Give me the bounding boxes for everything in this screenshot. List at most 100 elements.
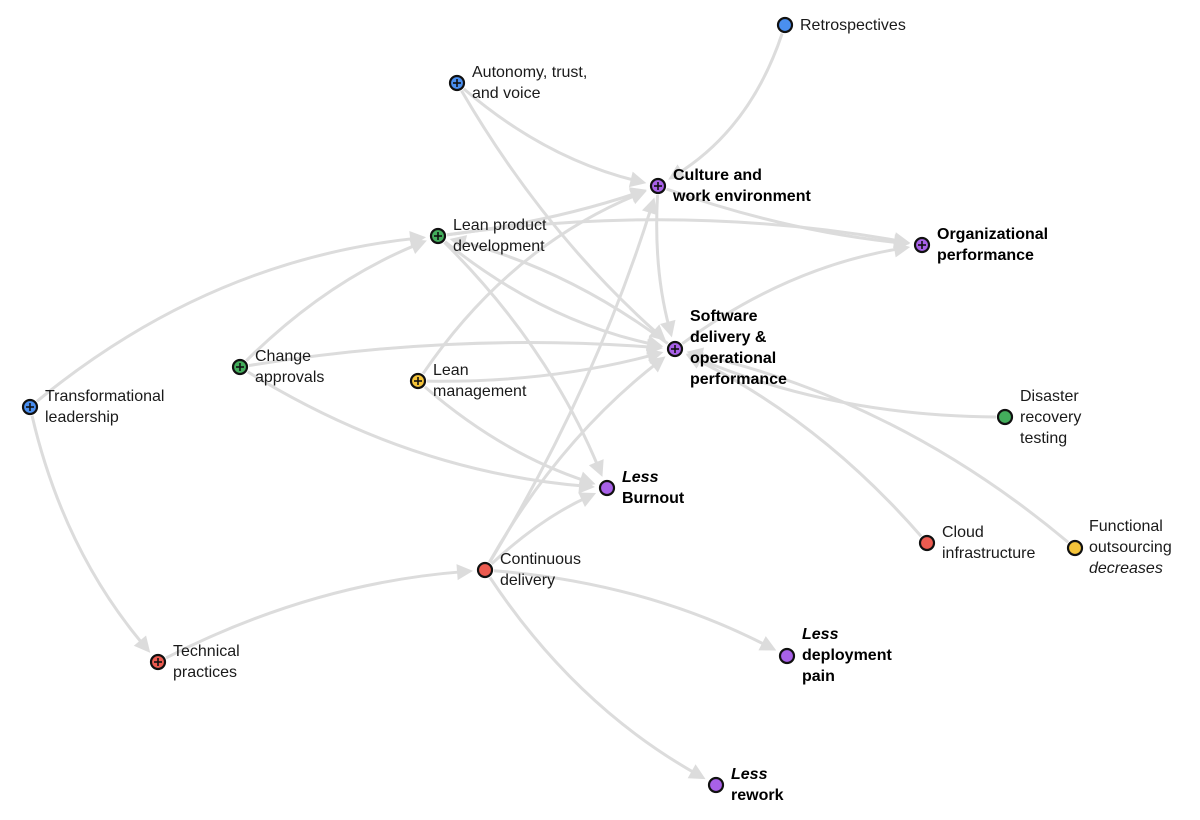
node-marker-less-deployment-pain (778, 647, 796, 665)
arrowhead-software-delivery-to-org-performance (893, 241, 911, 258)
edge-culture-to-software-delivery (655, 194, 671, 329)
arrowhead-autonomy-to-culture (628, 171, 647, 188)
edge-lean-product-to-org-performance (446, 218, 901, 243)
node-label-line: rework (731, 787, 784, 804)
edge-autonomy-to-software-delivery (460, 90, 660, 336)
edge-layer (30, 33, 1070, 776)
edge-change-approvals-to-less-burnout (246, 370, 586, 488)
node-label-line: Lean (433, 362, 469, 379)
edge-continuous-delivery-to-less-rework (488, 576, 698, 776)
node-less-burnout (598, 479, 616, 497)
node-marker-disaster-recovery (996, 408, 1014, 426)
node-label-line: Software (690, 308, 758, 325)
node-label-disaster-recovery: Disaster recovery testing (1020, 386, 1081, 449)
node-label-lean-management: Lean management (433, 360, 526, 402)
node-label-line: pain (802, 668, 835, 685)
node-label-line: management (433, 383, 527, 400)
node-label-line: Lean product (453, 217, 547, 234)
node-marker-continuous-delivery (476, 561, 494, 579)
edge-lean-management-to-less-burnout (423, 385, 587, 483)
node-label-line: delivery & (690, 329, 767, 346)
edge-functional-outsourcing-to-software-delivery (696, 352, 1070, 544)
node-label-line: delivery (500, 572, 556, 589)
node-label-line: Technical (173, 643, 240, 660)
node-label-autonomy: Autonomy, trust,and voice (472, 62, 587, 104)
node-label-line: testing (1020, 430, 1068, 447)
node-label-line: Less (802, 626, 839, 643)
edge-transformational-to-lean-product (35, 236, 417, 403)
node-functional-outsourcing (1066, 539, 1084, 557)
node-label-line: leadership (45, 409, 119, 426)
node-label-line: Less (731, 766, 768, 783)
arrowhead-culture-to-software-delivery (660, 319, 676, 338)
node-retrospectives (776, 16, 794, 34)
arrowhead-continuous-delivery-to-less-burnout (578, 492, 597, 508)
node-label-line: work environment (673, 188, 811, 205)
node-label-culture: Culture and work environment (673, 165, 811, 207)
edge-lean-product-to-less-burnout (443, 241, 600, 469)
node-label-line: performance (690, 371, 787, 388)
edge-retrospectives-to-culture (675, 33, 784, 176)
node-label-change-approvals: Change approvals (255, 346, 324, 388)
edge-lean-product-to-software-delivery (444, 240, 654, 346)
edge-technical-practices-to-continuous-delivery (165, 570, 464, 660)
node-label-retrospectives: Retrospectives (800, 15, 906, 36)
node-label-line: and voice (472, 85, 541, 102)
node-label-less-deployment-pain: Less deployment pain (802, 624, 892, 687)
node-marker-less-rework (707, 776, 725, 794)
node-label-line: deployment (802, 647, 892, 664)
edge-change-approvals-to-lean-product (245, 242, 419, 362)
node-less-rework (707, 776, 725, 794)
arrowhead-technical-practices-to-continuous-delivery (456, 564, 474, 581)
edge-cloud-to-software-delivery (694, 357, 923, 538)
arrowhead-layer (133, 164, 911, 780)
node-label-line: decreases (1089, 560, 1163, 577)
node-label-less-rework: Less rework (731, 764, 783, 806)
arrowhead-software-delivery-to-lean-product (449, 235, 468, 251)
node-transformational (21, 398, 39, 416)
node-label-line: infrastructure (942, 545, 1036, 562)
node-label-line: Culture and (673, 167, 762, 184)
node-marker-functional-outsourcing (1066, 539, 1084, 557)
arrowhead-transformational-to-lean-product (409, 230, 427, 247)
arrowhead-continuous-delivery-to-software-delivery (648, 356, 666, 373)
node-less-deployment-pain (778, 647, 796, 665)
node-label-line: recovery (1020, 409, 1082, 426)
node-label-line: outsourcing (1089, 539, 1172, 556)
node-disaster-recovery (996, 408, 1014, 426)
node-label-lean-product: Lean product development (453, 215, 546, 257)
edge-software-delivery-to-lean-product (458, 239, 669, 345)
edge-continuous-delivery-to-less-burnout (490, 495, 588, 565)
edge-software-delivery-to-org-performance (681, 247, 901, 345)
node-culture (649, 177, 667, 195)
arrowhead-lean-management-to-culture (629, 189, 647, 205)
arrowhead-autonomy-to-software-delivery (648, 324, 667, 342)
node-label-line: Continuous (500, 551, 581, 568)
arrowhead-continuous-delivery-to-culture (641, 197, 658, 216)
edge-continuous-delivery-to-software-delivery (488, 361, 659, 563)
node-label-continuous-delivery: Continuous delivery (500, 549, 581, 591)
edge-culture-to-org-performance (665, 187, 901, 245)
node-label-line: practices (173, 664, 238, 681)
node-label-line: development (453, 238, 545, 255)
node-label-line: Change (255, 348, 312, 365)
node-label-line: Less (622, 469, 659, 486)
node-org-performance (913, 236, 931, 254)
arrowhead-lean-management-to-less-burnout (577, 471, 596, 487)
node-lean-management (409, 372, 427, 390)
node-label-line: Disaster (1020, 388, 1079, 405)
node-label-line: approvals (255, 369, 325, 386)
arrowhead-continuous-delivery-to-less-rework (687, 764, 706, 780)
node-autonomy (448, 74, 466, 92)
arrowhead-functional-outsourcing-to-software-delivery (686, 347, 705, 364)
node-marker-less-burnout (598, 479, 616, 497)
node-label-line: Organizational (937, 226, 1049, 243)
